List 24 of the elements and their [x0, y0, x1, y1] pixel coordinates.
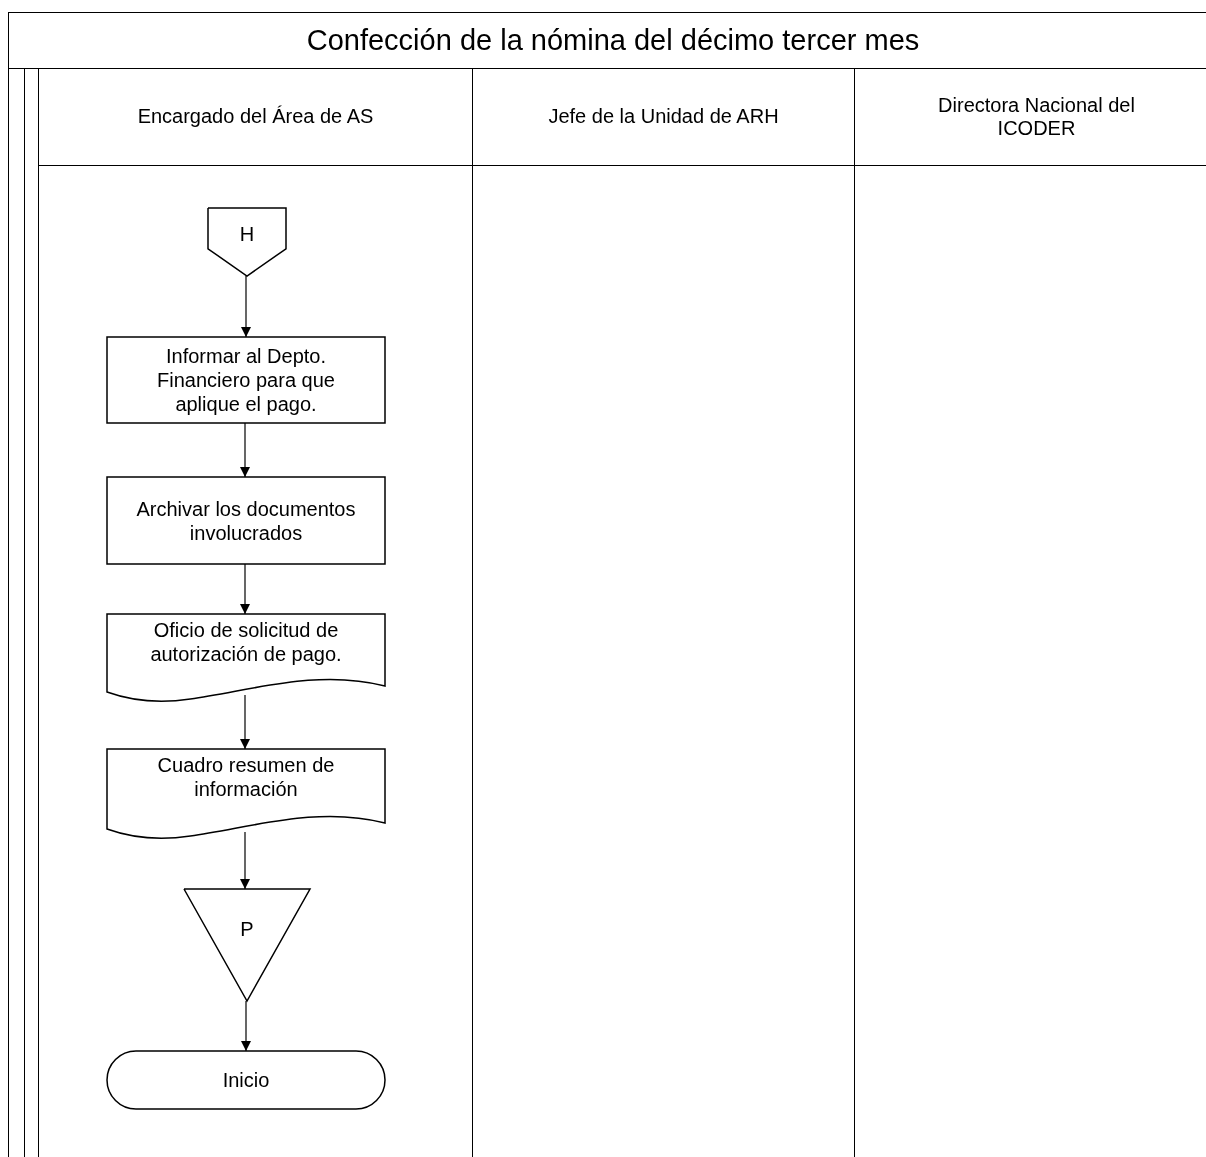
node-label: Inicio — [221, 1068, 271, 1092]
node-label: Informar al Depto. Financiero para que aplique el pago. — [156, 344, 336, 416]
node-label: Cuadro resumen de información — [156, 753, 336, 801]
node-label: P — [239, 917, 255, 941]
lane-header: Directora Nacional del ICODER — [937, 93, 1136, 140]
lane-header: Encargado del Área de AS — [136, 105, 375, 128]
node-label: Archivar los documentos involucrados — [135, 496, 357, 545]
document-shape — [107, 749, 385, 839]
arrow — [240, 694, 250, 750]
off-page-connector — [208, 208, 286, 276]
terminator — [107, 1051, 385, 1109]
arrow — [240, 831, 250, 890]
arrow — [240, 422, 250, 478]
arrow — [240, 563, 250, 615]
process-box — [107, 477, 385, 564]
lane-header: Jefe de la Unidad de ARH — [547, 105, 780, 128]
arrow — [241, 1000, 251, 1052]
node-label: H — [238, 222, 256, 246]
title: Confección de la nómina del décimo tercer mes — [8, 12, 1206, 69]
document-shape — [107, 614, 385, 702]
arrow — [241, 275, 251, 338]
process-box — [107, 337, 385, 423]
merge-triangle — [184, 889, 310, 1001]
node-label: Oficio de solicitud de autorización de pago. — [149, 618, 343, 666]
